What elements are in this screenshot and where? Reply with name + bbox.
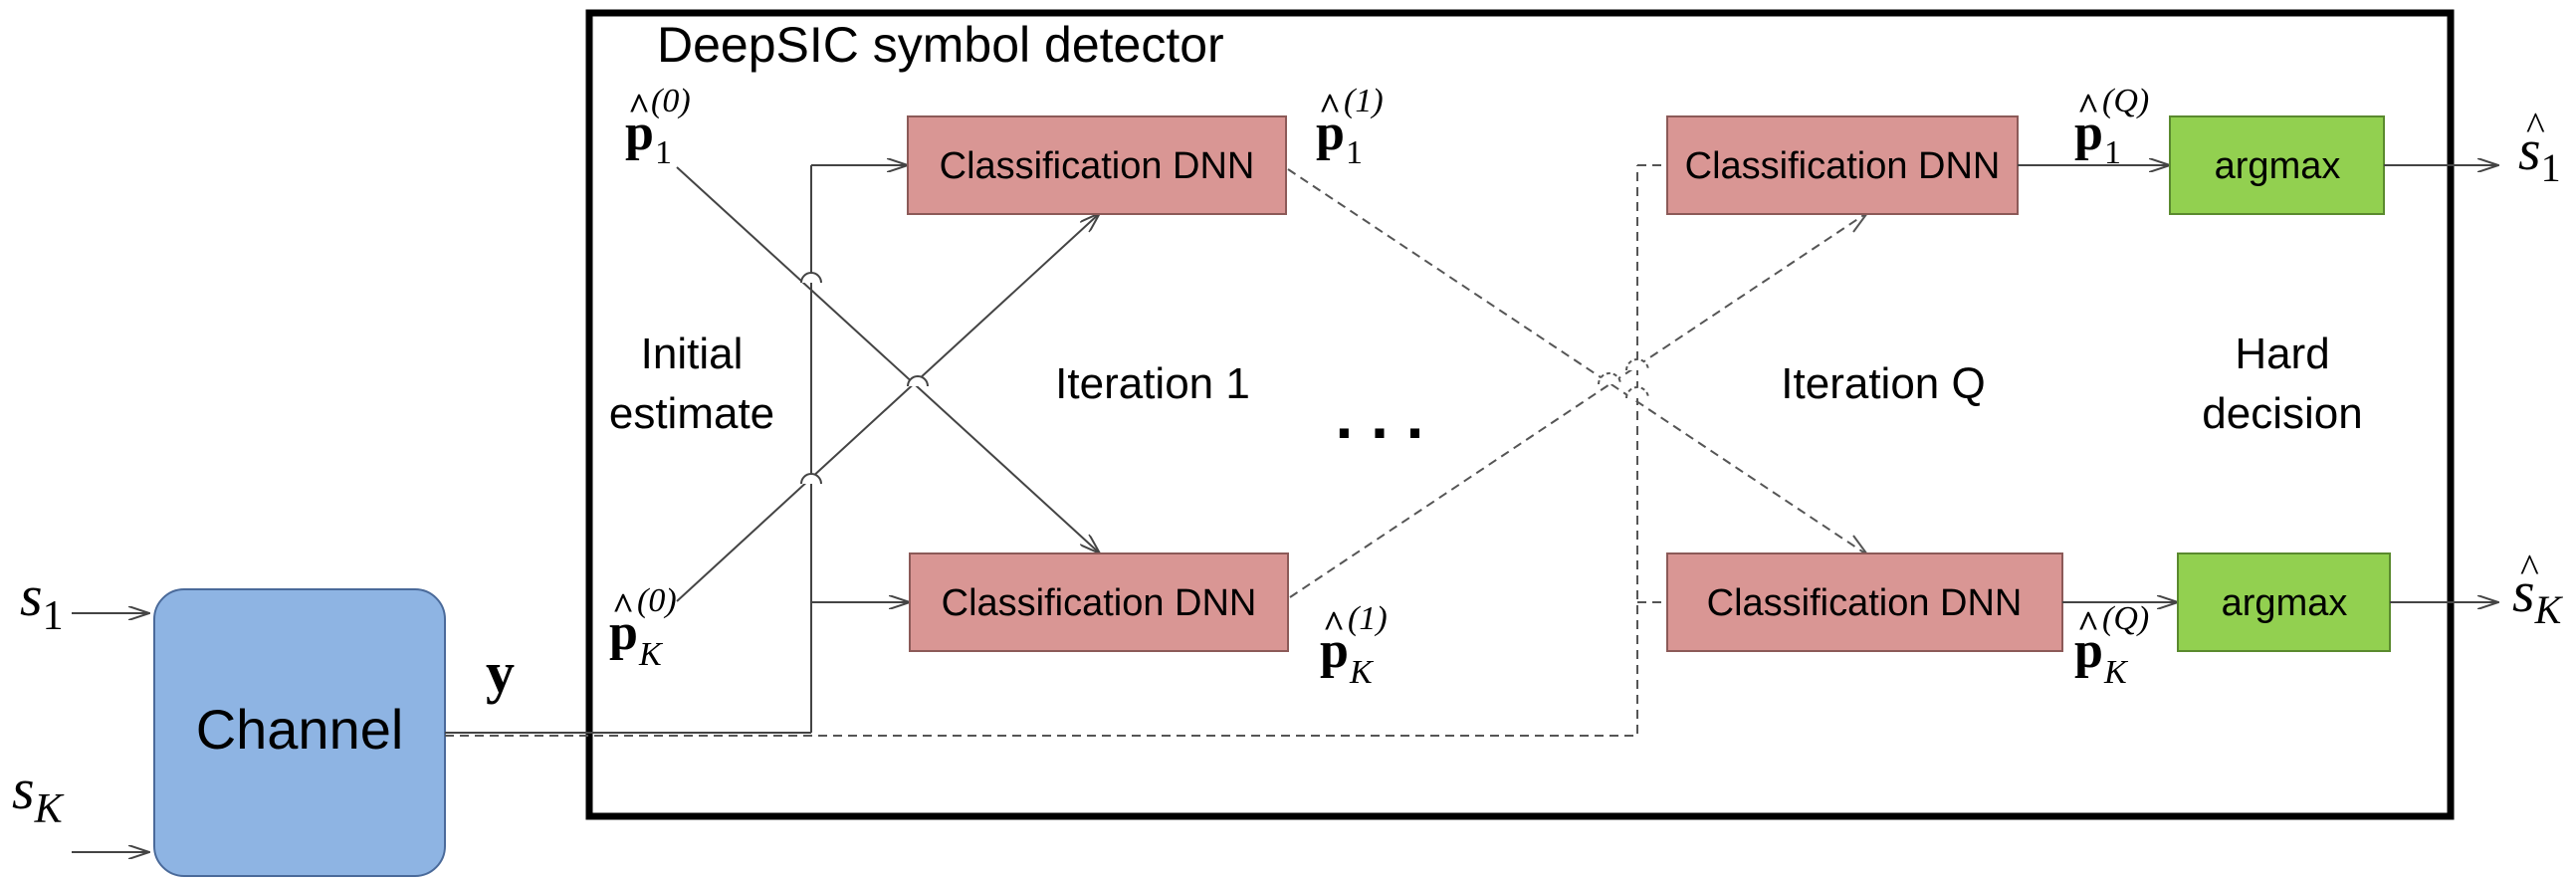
- estimate-p1-1: p ^ 1 (1): [1316, 83, 1384, 171]
- estimate-p1-0-base: p: [625, 105, 654, 161]
- output-sK-base: s: [2512, 559, 2535, 624]
- estimate-p1-0-sup: (0): [651, 83, 691, 119]
- dnn-iter1-user1-label: Classification DNN: [940, 145, 1255, 187]
- stage-iterationQ: Iteration Q: [1781, 359, 1985, 408]
- dashed-hop-2: [1625, 386, 1649, 399]
- dashed-hop-3: [1598, 372, 1621, 385]
- input-s1-base: s: [20, 563, 43, 628]
- output-sK-hat-mark: ^: [2520, 546, 2539, 590]
- dnn-iterQ-user1: [1666, 115, 2019, 215]
- estimate-pK-1: p ^ K (1): [1320, 600, 1388, 691]
- estimate-pK-Q-hat: ^: [2077, 604, 2099, 646]
- estimate-pK-1-base: p: [1320, 622, 1349, 679]
- stage-ellipsis: . . .: [1336, 380, 1424, 452]
- received-signal-label: y: [486, 640, 515, 705]
- output-s1-hat-mark: ^: [2526, 104, 2545, 148]
- output-sK-hat: sK ^: [2512, 546, 2564, 632]
- estimate-pK-0-hat: ^: [612, 586, 634, 628]
- estimate-pK-0: p ^ K (0): [609, 582, 677, 673]
- estimate-p1-Q-base: p: [2074, 105, 2103, 161]
- estimate-p1-1-hat: ^: [1319, 87, 1341, 128]
- estimate-pK-0-base: p: [609, 604, 638, 661]
- svg-text:sK: sK: [12, 757, 65, 832]
- stage-iteration1: Iteration 1: [1055, 359, 1250, 408]
- estimate-p1-Q-sup: (Q): [2102, 83, 2149, 119]
- stage-initial-line1: Initial: [641, 330, 744, 378]
- estimate-pK-1-hat: ^: [1323, 604, 1345, 646]
- svg-text:p: p: [2074, 622, 2103, 679]
- pK-0-to-dnn1-wire: [676, 213, 1100, 602]
- output-s1-base: s: [2518, 117, 2541, 182]
- estimate-pK-Q: p ^ K (Q): [2074, 600, 2149, 691]
- estimate-pK-Q-base: p: [2074, 622, 2103, 679]
- argmax-userK-label: argmax: [2222, 582, 2348, 624]
- estimate-pK-1-sup: (1): [1348, 600, 1388, 637]
- input-s1-sub: 1: [43, 593, 64, 639]
- dnn-iter1-user1: [907, 115, 1287, 215]
- estimate-p1-0-hat: ^: [628, 87, 650, 128]
- channel-label: Channel: [196, 698, 404, 761]
- stage-hard-line2: decision: [2202, 389, 2362, 438]
- detector-frame: [585, 9, 2455, 820]
- estimate-pK-Q-sub: K: [2103, 654, 2129, 691]
- estimate-p1-1-sub: 1: [1346, 134, 1363, 171]
- estimate-p1-1-sup: (1): [1344, 83, 1384, 119]
- svg-text:p: p: [1316, 105, 1345, 161]
- estimate-pK-0-sup: (0): [637, 582, 677, 619]
- estimate-pK-Q-sup: (Q): [2102, 600, 2149, 637]
- dashed-hop-1: [1625, 358, 1649, 371]
- argmax-user1-label: argmax: [2215, 145, 2341, 187]
- dnn-iter1-userK: [909, 552, 1289, 652]
- detector-title: DeepSIC symbol detector: [657, 17, 1224, 73]
- dnn-iter1-userK-label: Classification DNN: [942, 582, 1257, 624]
- input-sK: sK: [12, 757, 65, 832]
- svg-text:p: p: [609, 604, 638, 661]
- estimate-p1-Q: p ^ 1 (Q): [2074, 83, 2149, 171]
- estimate-pK-0-sub: K: [638, 636, 664, 673]
- wire-hop-1: [800, 272, 822, 284]
- estimate-p1-Q-sub: 1: [2104, 134, 2121, 171]
- output-sK-sub: K: [2534, 587, 2564, 632]
- estimate-p1-1-base: p: [1316, 105, 1345, 161]
- wire-hop-3: [907, 375, 929, 387]
- wire-hop-2: [800, 473, 822, 485]
- svg-text:s1: s1: [2518, 117, 2561, 190]
- dnn-iterQ-user1-label: Classification DNN: [1685, 145, 2001, 187]
- estimate-p1-0: p ^ 1 (0): [625, 83, 691, 171]
- input-sK-sub: K: [34, 786, 65, 832]
- stage-initial-line2: estimate: [609, 389, 774, 438]
- svg-text:p: p: [625, 105, 654, 161]
- p1-0-to-dnnK-wire: [676, 166, 1100, 553]
- iter1-user1-to-iterQ-userK-dashed: [1287, 168, 1866, 554]
- estimate-pK-1-sub: K: [1349, 654, 1375, 691]
- svg-text:p: p: [1320, 622, 1349, 679]
- estimate-p1-0-sub: 1: [655, 134, 672, 171]
- output-s1-sub: 1: [2541, 145, 2561, 190]
- svg-text:p: p: [2074, 105, 2103, 161]
- stage-hard-line1: Hard: [2235, 330, 2329, 378]
- input-sK-base: s: [12, 757, 35, 821]
- estimate-p1-Q-hat: ^: [2077, 87, 2099, 128]
- y-dashed-to-iterQ: [445, 165, 1638, 737]
- argmax-user1: [2169, 115, 2385, 215]
- dnn-iterQ-userK: [1666, 552, 2063, 652]
- svg-text:sK: sK: [2512, 559, 2564, 632]
- input-s1: s1: [20, 563, 64, 639]
- dnn-iterQ-userK-label: Classification DNN: [1707, 582, 2023, 624]
- output-s1-hat: s1 ^: [2518, 104, 2561, 190]
- iter1-userK-to-iterQ-user1-dashed: [1289, 213, 1866, 598]
- svg-text:s1: s1: [20, 563, 64, 639]
- argmax-userK: [2177, 552, 2391, 652]
